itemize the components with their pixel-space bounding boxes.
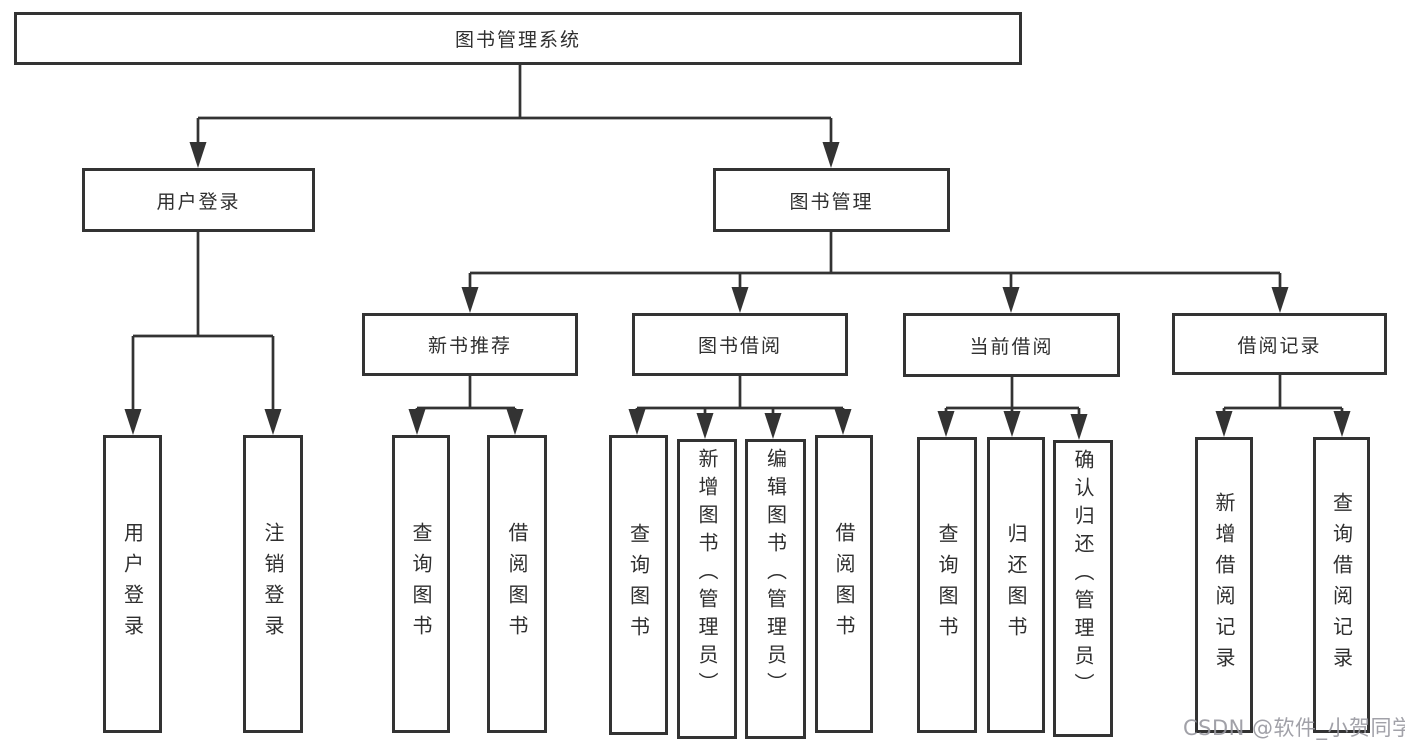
leaf-br-add-record-label: 新增借阅记录 [1212,492,1236,678]
leaf-br-query-record-label: 查询借阅记录 [1329,492,1354,678]
leaf-cb-query-books: 查询图书 [917,437,977,733]
leaf-cb-query-books-label: 查询图书 [935,523,959,647]
leaf-cb-return-books: 归还图书 [987,437,1045,733]
leaf-user-login: 用户登录 [103,435,162,733]
leaf-bb-add-books-admin-label: 新增图书（管理员） [695,448,719,700]
leaf-bb-add-books-admin: 新增图书（管理员） [677,439,737,739]
node-book-management: 图书管理 [713,168,950,232]
leaf-user-login-label: 用户登录 [120,522,145,646]
arrowheads [124,142,1351,440]
node-new-book-recommend: 新书推荐 [362,313,578,376]
node-borrow-records: 借阅记录 [1172,313,1387,375]
leaf-rec-query-books-label: 查询图书 [409,522,433,646]
leaf-bb-borrow-books: 借阅图书 [815,435,873,733]
node-current-borrow: 当前借阅 [903,313,1120,377]
leaf-rec-borrow-books-label: 借阅图书 [505,522,529,646]
leaf-bb-query-books-label: 查询图书 [626,523,651,647]
leaf-br-query-record: 查询借阅记录 [1313,437,1370,733]
node-root-library-system: 图书管理系统 [14,12,1022,65]
leaf-rec-borrow-books: 借阅图书 [487,435,547,733]
csdn-watermark: CSDN @软件_小贺同学 [1183,716,1405,740]
leaf-bb-edit-books-admin: 编辑图书（管理员） [745,439,806,739]
leaf-bb-query-books: 查询图书 [609,435,668,735]
leaf-bb-edit-books-admin-label: 编辑图书（管理员） [763,448,788,700]
leaf-br-add-record: 新增借阅记录 [1195,437,1253,733]
leaf-logout: 注销登录 [243,435,303,733]
leaf-cb-return-books-label: 归还图书 [1004,523,1028,647]
node-user-login: 用户登录 [82,168,315,232]
leaf-cb-confirm-return-admin: 确认归还（管理员） [1053,440,1113,737]
leaf-cb-confirm-return-admin-label: 确认归还（管理员） [1071,449,1095,701]
leaf-logout-label: 注销登录 [261,522,285,646]
leaf-rec-query-books: 查询图书 [392,435,450,733]
leaf-bb-borrow-books-label: 借阅图书 [832,522,856,646]
node-book-borrow: 图书借阅 [632,313,848,376]
